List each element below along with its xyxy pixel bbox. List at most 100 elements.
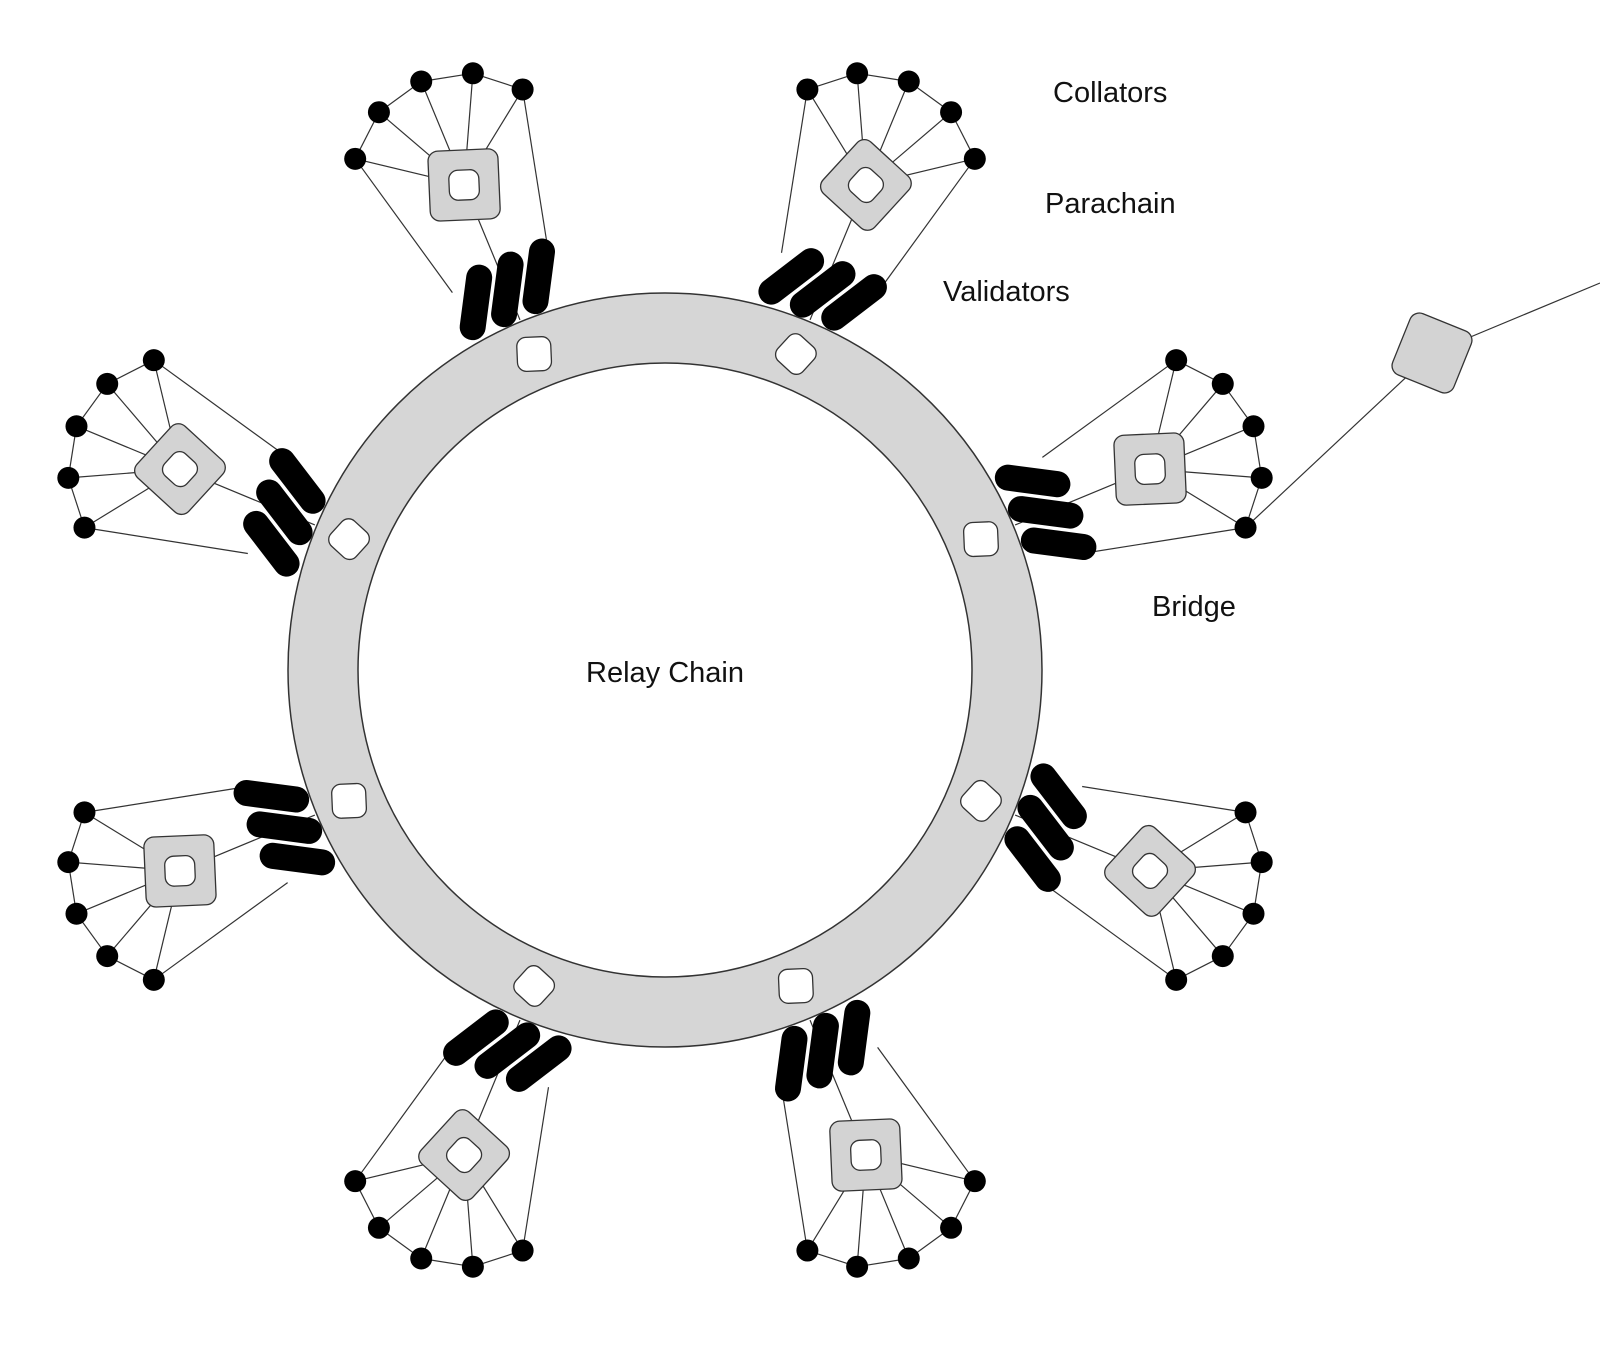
validator-pill bbox=[246, 811, 323, 844]
parachain-2 bbox=[758, 62, 986, 331]
parachain-core bbox=[1134, 453, 1166, 485]
validator-pill bbox=[774, 1025, 808, 1102]
collator-dot bbox=[940, 1216, 963, 1239]
collator-dot bbox=[57, 851, 80, 874]
collator-dot bbox=[1250, 851, 1273, 874]
validator-pill bbox=[443, 1009, 509, 1066]
parachain-7 bbox=[57, 779, 336, 991]
collator-dot bbox=[142, 968, 165, 991]
validator-collator-link bbox=[877, 1047, 976, 1182]
collator-dot bbox=[1242, 902, 1265, 925]
validator-link-2 bbox=[828, 213, 855, 273]
collator-dot bbox=[1242, 415, 1265, 438]
validator-collator-link bbox=[84, 785, 248, 813]
parachain-6 bbox=[344, 1009, 572, 1278]
collator-dot bbox=[410, 70, 433, 93]
collator-dot bbox=[96, 372, 119, 395]
parachain-1 bbox=[344, 62, 556, 341]
collator-dot bbox=[73, 516, 96, 539]
validator-pill bbox=[821, 274, 887, 331]
collator-dot bbox=[73, 801, 96, 824]
relay-chain-slot-1 bbox=[516, 336, 553, 373]
parachain-core bbox=[448, 169, 480, 201]
collator-dot bbox=[65, 902, 88, 925]
validator-pill bbox=[1004, 826, 1061, 892]
collator-dot bbox=[796, 1239, 819, 1262]
collator-dot bbox=[367, 101, 390, 124]
relay-chain-inner-circle bbox=[357, 362, 973, 978]
validator-pill bbox=[522, 238, 556, 315]
validator-collator-link bbox=[354, 1047, 453, 1182]
collator-dot bbox=[410, 1247, 433, 1270]
relay-chain-slots bbox=[328, 333, 1002, 1007]
validator-pill bbox=[789, 261, 856, 318]
validator-pill bbox=[269, 448, 326, 514]
validator-collator-link bbox=[153, 359, 288, 458]
validator-pill bbox=[243, 510, 300, 577]
collator-dot bbox=[1211, 372, 1234, 395]
collator-dot bbox=[65, 415, 88, 438]
parachain-4 bbox=[1004, 763, 1273, 991]
parachain-core bbox=[445, 1136, 483, 1174]
label-validators: Validators bbox=[943, 276, 1070, 308]
parachain-core bbox=[1131, 852, 1169, 890]
validator-collator-link bbox=[1042, 359, 1177, 458]
label-parachain: Parachain bbox=[1045, 188, 1176, 220]
validator-collator-link bbox=[84, 527, 248, 555]
bridge-link bbox=[1245, 352, 1433, 529]
relay-chain-slot-4 bbox=[960, 779, 1002, 822]
relay-chain-slot-7 bbox=[331, 782, 368, 819]
validator-pill bbox=[806, 1012, 839, 1089]
collator-dot bbox=[940, 101, 963, 124]
validator-pill bbox=[256, 479, 313, 546]
relay-chain-slot-2 bbox=[774, 333, 817, 375]
relay-chain-ring bbox=[287, 292, 1043, 1048]
collator-dot bbox=[897, 70, 920, 93]
collator-dot bbox=[511, 1239, 534, 1262]
collator-dot bbox=[1234, 516, 1257, 539]
parachain-nodes bbox=[57, 62, 1273, 1278]
collator-dot bbox=[367, 1216, 390, 1239]
validator-link-3 bbox=[1062, 480, 1122, 507]
collator-dot bbox=[897, 1247, 920, 1270]
validator-link-8 bbox=[208, 480, 268, 507]
validator-pill bbox=[459, 264, 493, 341]
validator-link-1 bbox=[475, 213, 502, 273]
validator-pill bbox=[994, 464, 1071, 498]
validator-collator-link bbox=[1042, 882, 1177, 981]
label-relay-chain: Relay Chain bbox=[586, 657, 744, 689]
validator-pill bbox=[1030, 763, 1087, 830]
collator-dot bbox=[1165, 968, 1188, 991]
parachain-core bbox=[850, 1139, 882, 1171]
relay-chain-slot-6 bbox=[513, 965, 556, 1007]
validator-collator-link bbox=[780, 1087, 808, 1251]
parachain-core bbox=[161, 450, 199, 488]
relay-chain-slot-8 bbox=[328, 518, 370, 561]
labels: Collators Parachain Validators Bridge Re… bbox=[586, 77, 1236, 689]
relay-chain-slot-3 bbox=[962, 521, 999, 558]
collator-dot bbox=[461, 62, 484, 85]
validator-pill bbox=[1017, 794, 1074, 861]
collator-dot bbox=[846, 1255, 869, 1278]
collator-dot bbox=[344, 1170, 367, 1193]
parachain-core bbox=[847, 166, 885, 204]
validator-pill bbox=[505, 1035, 572, 1092]
validator-pill bbox=[1020, 527, 1097, 561]
validator-pill bbox=[233, 779, 310, 813]
validator-collator-link bbox=[522, 89, 550, 253]
collator-dot bbox=[1250, 466, 1273, 489]
validator-link-4 bbox=[1062, 833, 1122, 860]
validator-collator-link bbox=[354, 158, 453, 293]
collator-dot bbox=[142, 349, 165, 372]
collator-dot bbox=[1165, 349, 1188, 372]
collator-dot bbox=[963, 1170, 986, 1193]
collator-dot bbox=[344, 147, 367, 170]
validator-collator-link bbox=[1082, 527, 1246, 555]
validator-collator-link bbox=[780, 89, 808, 253]
validator-link-7 bbox=[208, 833, 268, 860]
validator-pill bbox=[837, 999, 871, 1076]
validator-collator-link bbox=[877, 158, 976, 293]
validator-pill bbox=[491, 251, 524, 328]
validator-pill bbox=[259, 842, 336, 876]
